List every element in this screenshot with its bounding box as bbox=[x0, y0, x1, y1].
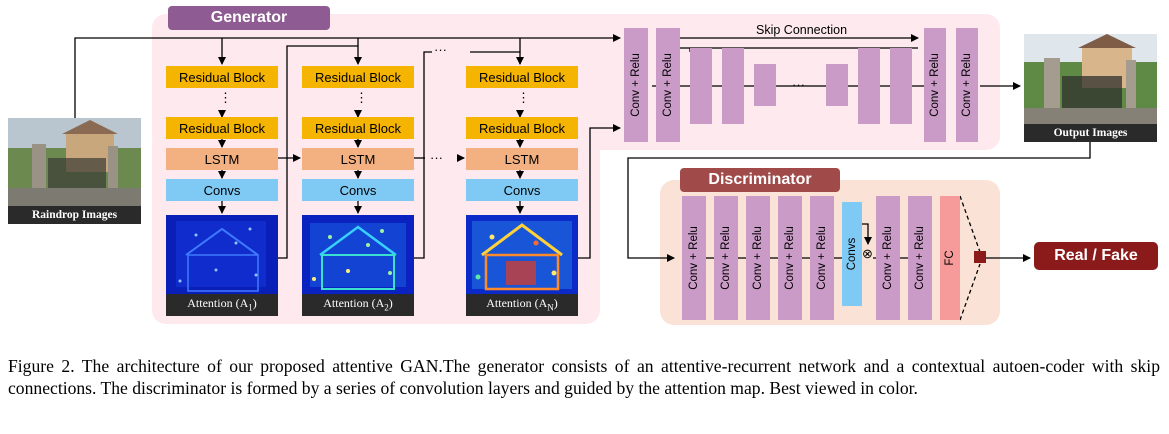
attention-label-n: Attention (AN) bbox=[466, 294, 578, 317]
disc-conv-2: Conv + Relu bbox=[714, 196, 738, 320]
disc-conv-5: Conv + Relu bbox=[810, 196, 834, 320]
disc-conv-6: Conv + Relu bbox=[876, 196, 900, 320]
raindrop-label: Raindrop Images bbox=[8, 206, 141, 224]
attention-map-1 bbox=[166, 215, 278, 295]
stage-ellipsis-top: ··· bbox=[434, 42, 447, 57]
skip-connection-label: Skip Connection bbox=[756, 23, 848, 37]
lstm-2: LSTM bbox=[302, 148, 414, 170]
autoencoder-layer-5 bbox=[754, 64, 776, 106]
residual-block-1a: Residual Block bbox=[166, 66, 278, 88]
residual-block-3a: Residual Block bbox=[466, 66, 578, 88]
residual-block-2b: Residual Block bbox=[302, 117, 414, 139]
convs-3: Convs bbox=[466, 179, 578, 201]
output-image bbox=[1024, 34, 1157, 124]
attention-map-3 bbox=[466, 215, 578, 295]
discriminator-title: Discriminator bbox=[680, 168, 840, 192]
autoencoder-layer-4 bbox=[722, 48, 744, 124]
multiply-icon: ⊗ bbox=[862, 246, 873, 261]
attention-map-2 bbox=[302, 215, 414, 295]
autoencoder-ellipsis: ··· bbox=[792, 77, 805, 92]
autoencoder-conv-10: Conv + Relu bbox=[956, 28, 978, 142]
autoencoder-conv-9: Conv + Relu bbox=[924, 28, 946, 142]
autoencoder-conv-2: Conv + Relu bbox=[656, 28, 680, 142]
autoencoder-layer-6 bbox=[826, 64, 848, 106]
lstm-1: LSTM bbox=[166, 148, 278, 170]
residual-block-1b: Residual Block bbox=[166, 117, 278, 139]
convs-2: Convs bbox=[302, 179, 414, 201]
disc-conv-7: Conv + Relu bbox=[908, 196, 932, 320]
attention-label-1: Attention (A1) bbox=[166, 294, 278, 317]
disc-conv-4: Conv + Relu bbox=[778, 196, 802, 320]
ellipsis-2: ⋮ bbox=[355, 90, 368, 105]
ellipsis-3: ⋮ bbox=[517, 90, 530, 105]
attention-label-2: Attention (A2) bbox=[302, 294, 414, 317]
lstm-3: LSTM bbox=[466, 148, 578, 170]
disc-conv-1: Conv + Relu bbox=[682, 196, 706, 320]
autoencoder-layer-7 bbox=[858, 48, 880, 124]
ellipsis-1: ⋮ bbox=[219, 90, 232, 105]
disc-fc: FC bbox=[940, 196, 960, 320]
convs-1: Convs bbox=[166, 179, 278, 201]
disc-convs: Convs bbox=[842, 202, 862, 306]
disc-conv-3: Conv + Relu bbox=[746, 196, 770, 320]
autoencoder-conv-1: Conv + Relu bbox=[624, 28, 648, 142]
generator-title: Generator bbox=[168, 6, 330, 30]
residual-block-3b: Residual Block bbox=[466, 117, 578, 139]
raindrop-image bbox=[8, 118, 141, 206]
stage-ellipsis-lstm: ··· bbox=[430, 150, 443, 165]
autoencoder-layer-3 bbox=[690, 48, 712, 124]
figure-caption: Figure 2. The architecture of our propos… bbox=[8, 356, 1160, 398]
residual-block-2a: Residual Block bbox=[302, 66, 414, 88]
real-fake-output: Real / Fake bbox=[1034, 242, 1158, 270]
autoencoder-layer-8 bbox=[890, 48, 912, 124]
output-label: Output Images bbox=[1024, 124, 1157, 142]
